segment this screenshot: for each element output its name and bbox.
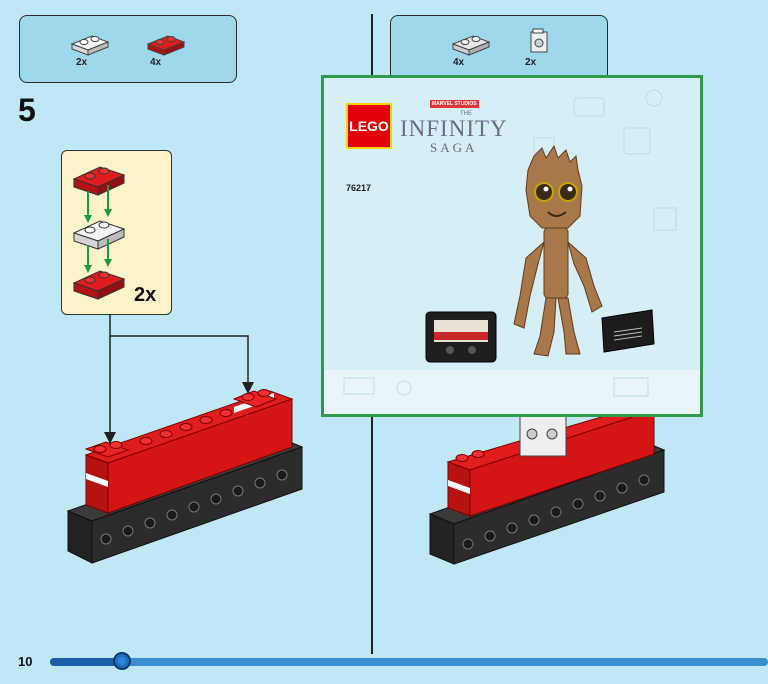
cassette-tape-image (424, 308, 500, 366)
promo-title: INFINITY (400, 116, 508, 142)
right-assembly-model (428, 408, 668, 568)
part-qty: 4x (150, 57, 161, 68)
part-qty: 4x (453, 57, 464, 68)
page-number: 10 (18, 654, 32, 669)
grey-plate-icon (451, 32, 491, 56)
part-qty: 2x (76, 57, 87, 68)
white-plate-icon (70, 32, 110, 56)
progress-track (50, 658, 768, 666)
subassembly-qty: 2x (134, 284, 156, 307)
lego-logo: LEGO (346, 103, 392, 149)
parts-list-right: 4x 2x (390, 15, 608, 83)
groot-figure-image (494, 146, 614, 366)
left-assembly-model (66, 385, 306, 565)
marvel-studios-logo: MARVEL STUDIOS (430, 100, 479, 108)
part-qty: 2x (525, 57, 536, 68)
step-number: 5 (18, 92, 36, 129)
red-plate-icon (146, 32, 186, 56)
set-number: 76217 (346, 183, 371, 193)
promo-box: LEGO MARVEL STUDIOS THE INFINITY SAGA 76… (321, 75, 703, 417)
info-plaque-image (600, 308, 656, 354)
parts-list-left: 2x 4x (19, 15, 237, 83)
progress-slider-handle[interactable] (113, 652, 131, 670)
bracket-brick-icon (525, 28, 555, 56)
promo-subtitle: SAGA (430, 140, 477, 156)
